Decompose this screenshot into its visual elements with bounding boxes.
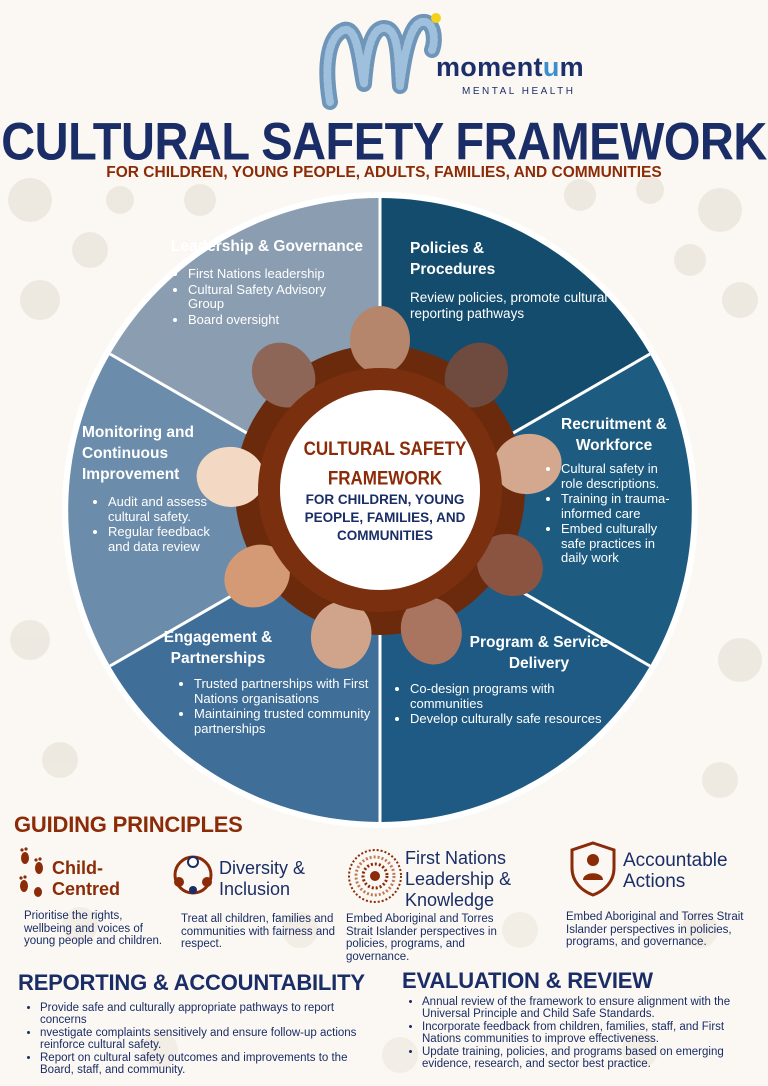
principle-diversity-title: Diversity & Inclusion <box>219 858 306 899</box>
monitoring-list: Audit and assess cultural safety. Regula… <box>92 494 222 554</box>
people-circle-icon <box>173 855 213 895</box>
child-shield-icon <box>570 841 616 897</box>
reporting-list: Provide safe and culturally appropriate … <box>26 1002 378 1077</box>
segment-recruitment <box>380 354 692 666</box>
principle-diversity-desc: Treat all children, families and communi… <box>181 913 336 950</box>
list-item: Co-design programs with communities <box>410 681 624 711</box>
list-item: Trusted partnerships with First Nations … <box>194 676 380 706</box>
dot-painting-icon <box>348 849 402 903</box>
policies-text: Review policies, promote cultural report… <box>410 290 608 321</box>
center-title: CULTURAL SAFETY FRAMEWORK <box>303 437 467 490</box>
page-title: CULTURAL SAFETY FRAMEWORK <box>1 111 767 171</box>
evaluation-list: Annual review of the framework to ensure… <box>408 996 756 1071</box>
program-title: Program & Service Delivery <box>469 634 609 672</box>
list-item: First Nations leadership <box>188 266 357 282</box>
center-subtitle: FOR CHILDREN, YOUNG PEOPLE, FAMILIES, AN… <box>304 492 466 543</box>
principle-first-nations-title: First Nations Leadership & Knowledge <box>405 848 512 910</box>
policies-title: Policies & Procedures <box>410 240 496 278</box>
list-item: Training in trauma-informed care <box>561 491 683 521</box>
policies-section: Policies & Procedures Review policies, p… <box>410 238 630 322</box>
list-item: nvestigate complaints sensitively and en… <box>40 1027 378 1051</box>
leadership-list: First Nations leadership Cultural Safety… <box>172 266 357 328</box>
principle-child-centred-desc: Prioritise the rights, wellbeing and voi… <box>24 910 163 947</box>
engagement-section: Engagement & Partnerships Trusted partne… <box>148 627 380 737</box>
principle-child-centred-title: Child-Centred <box>52 858 121 899</box>
principle-accountable-desc: Embed Aboriginal and Torres Strait Islan… <box>566 911 744 948</box>
program-list: Co-design programs with communities Deve… <box>394 681 624 727</box>
principle-accountable-title: Accountable Actions <box>623 850 728 892</box>
list-item: Embed culturally safe practices in daily… <box>561 521 683 566</box>
list-item: Cultural safety in role descriptions. <box>561 461 683 491</box>
list-item: Update training, policies, and programs … <box>422 1046 756 1070</box>
list-item: Cultural Safety Advisory Group <box>188 282 357 312</box>
engagement-list: Trusted partnerships with First Nations … <box>178 676 380 736</box>
recruitment-list: Cultural safety in role descriptions. Tr… <box>545 461 683 566</box>
engagement-title: Engagement & Partnerships <box>163 629 273 667</box>
recruitment-section: Recruitment & Workforce Cultural safety … <box>545 414 683 567</box>
list-item: Develop culturally safe resources <box>410 711 624 727</box>
brand-subtitle: MENTAL HEALTH <box>462 86 576 97</box>
segment-monitoring <box>68 354 381 666</box>
list-item: Report on cultural safety outcomes and i… <box>40 1052 378 1076</box>
program-section: Program & Service Delivery Co-design pro… <box>394 632 624 728</box>
list-item: Audit and assess cultural safety. <box>108 494 222 524</box>
hands-ring-icon <box>196 306 562 669</box>
list-item: Incorporate feedback from children, fami… <box>422 1021 756 1045</box>
monitoring-section: Monitoring and Continuous Improvement Au… <box>82 422 222 555</box>
principle-first-nations-desc: Embed Aboriginal and Torres Strait Islan… <box>346 913 497 963</box>
list-item: Annual review of the framework to ensure… <box>422 996 756 1020</box>
reporting-title: REPORTING & ACCOUNTABILITY <box>18 970 365 995</box>
recruitment-title: Recruitment & Workforce <box>561 416 667 454</box>
page-subtitle: FOR CHILDREN, YOUNG PEOPLE, ADULTS, FAMI… <box>106 164 662 181</box>
guiding-principles-title: GUIDING PRINCIPLES <box>14 812 243 837</box>
list-item: Regular feedback and data review <box>108 524 222 554</box>
leadership-section: Leadership & Governance First Nations le… <box>160 236 370 328</box>
list-item: Maintaining trusted community partnershi… <box>194 706 380 736</box>
brand-name: momentum <box>436 52 584 82</box>
momentum-logo-icon <box>319 13 442 110</box>
framework-wheel <box>62 192 698 828</box>
leadership-title: Leadership & Governance <box>170 238 363 255</box>
monitoring-title: Monitoring and Continuous Improvement <box>82 424 194 483</box>
list-item: Board oversight <box>188 312 357 328</box>
footprints-icon <box>19 847 43 897</box>
evaluation-title: EVALUATION & REVIEW <box>402 968 653 993</box>
list-item: Provide safe and culturally appropriate … <box>40 1002 378 1026</box>
